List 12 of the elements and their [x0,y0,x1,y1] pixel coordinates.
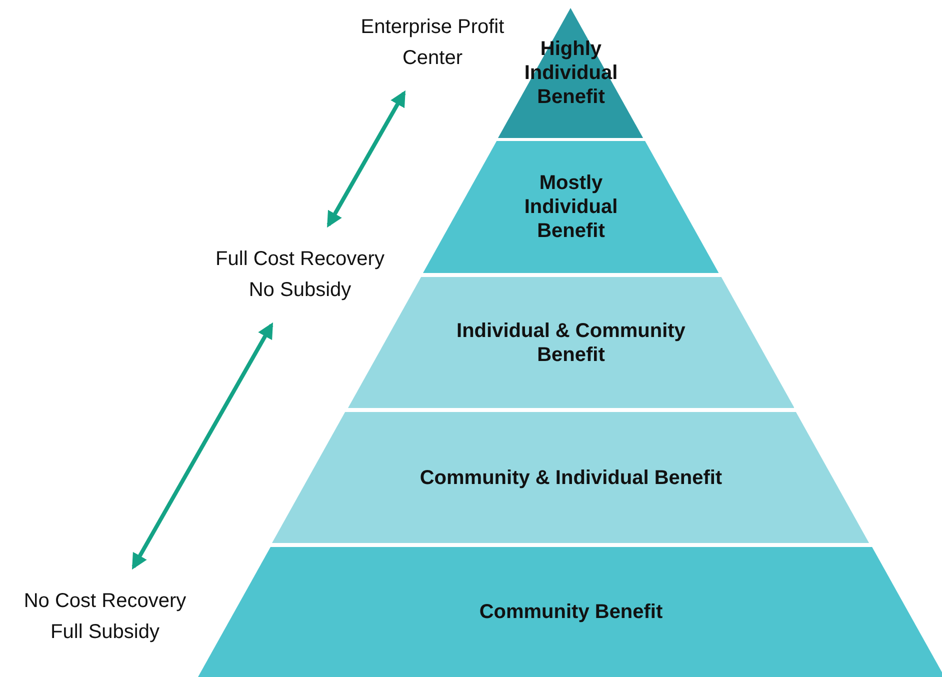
pyramid-tier [272,412,870,543]
tier-label: Community Benefit [478,600,664,624]
pyramid-tier [198,547,942,677]
tier-label: Mostly Individual Benefit [523,171,619,243]
tier-label: Community & Individual Benefit [418,466,724,490]
tier-label: Individual & Community Benefit [456,318,686,366]
double-arrow [132,322,274,570]
cost-recovery-label: Full Cost Recovery No Subsidy [205,244,395,306]
cost-recovery-label: No Cost Recovery Full Subsidy [5,586,205,648]
pyramid-tier [423,141,719,273]
double-arrow [326,90,406,228]
cost-recovery-label: Enterprise Profit Center [340,12,525,74]
